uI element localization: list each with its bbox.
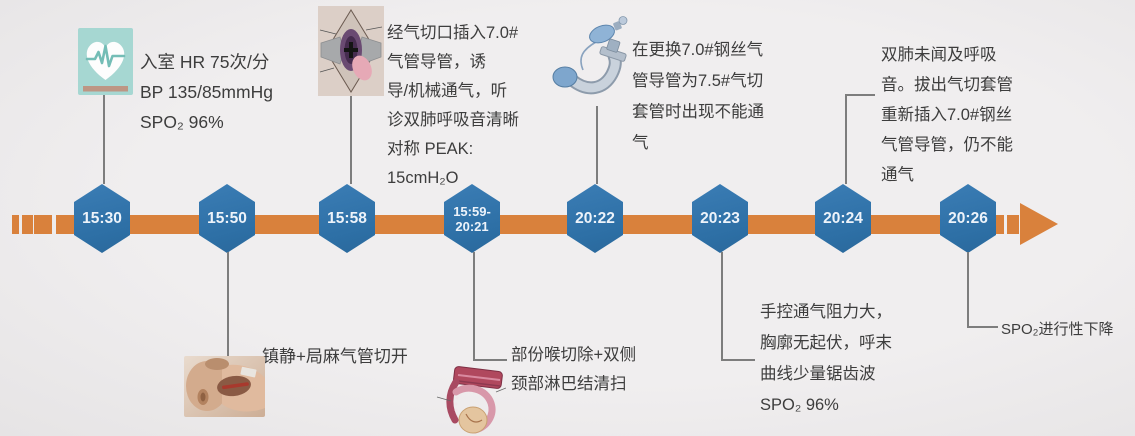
timeline-start-dash bbox=[34, 215, 52, 234]
callout-1530-vitals: 入室 HR 75次/分 BP 135/85mmHg SPO₂ 96% bbox=[140, 47, 273, 137]
timeline-end-dash bbox=[1007, 215, 1019, 234]
callout-line: 音。拔出气切套管 bbox=[881, 76, 1013, 94]
timeline-node-2026: 20:26 bbox=[940, 184, 996, 253]
connector-2026-elbow bbox=[967, 326, 998, 328]
callout-2026-spo2-falling: SPO₂进行性下降 bbox=[1001, 319, 1114, 341]
callout-line: SPO₂ 96% bbox=[760, 396, 839, 414]
callout-2023-ventilation-resistance: 手控通气阻力大， 胸廓无起伏，呼末 曲线少量锯齿波 SPO₂ 96% bbox=[760, 297, 892, 421]
callout-line: SPO₂进行性下降 bbox=[1001, 321, 1114, 338]
node-time: 15:58 bbox=[327, 210, 367, 227]
timeline-node-1550: 15:50 bbox=[199, 184, 255, 253]
connector-2024-elbow bbox=[845, 94, 875, 96]
callout-line: BP 135/85mmHg bbox=[140, 82, 273, 102]
callout-line: SPO₂ 96% bbox=[140, 112, 224, 132]
timeline-start-dash bbox=[12, 215, 19, 234]
timeline-node-2024: 20:24 bbox=[815, 184, 871, 253]
patient-neck-surgery-photo bbox=[184, 356, 265, 422]
connector-1558 bbox=[350, 95, 352, 184]
timeline-start-dash bbox=[22, 215, 33, 234]
connector-2024 bbox=[845, 94, 847, 184]
callout-2024-no-breath-sounds: 双肺未闻及呼吸 音。拔出气切套管 重新插入7.0#钢丝 气管导管，仍不能 通气 bbox=[881, 40, 1013, 190]
connector-2026 bbox=[967, 252, 969, 328]
callout-line: 导/机械通气，听 bbox=[387, 82, 508, 100]
callout-line: 通气 bbox=[881, 166, 914, 184]
callout-line: 套管时出现不能通 bbox=[632, 103, 764, 121]
node-time: 20:22 bbox=[575, 210, 615, 227]
callout-2022-tube-exchange: 在更换7.0#钢丝气 管导管为7.5#气切 套管时出现不能通 气 bbox=[632, 35, 764, 159]
timeline-arrowhead bbox=[1020, 203, 1058, 245]
connector-1559-elbow bbox=[473, 359, 507, 361]
node-time: 15:30 bbox=[82, 210, 122, 227]
connector-1550 bbox=[227, 252, 229, 361]
tracheostomy-incision-illustration bbox=[318, 6, 384, 101]
callout-line: 气 bbox=[632, 134, 649, 152]
timeline-node-1559-2021: 15:59- 20:21 bbox=[444, 184, 500, 253]
node-time: 20:24 bbox=[823, 210, 863, 227]
callout-line: 重新插入7.0#钢丝 bbox=[881, 106, 1013, 124]
node-time: 15:50 bbox=[207, 210, 247, 227]
callout-line: 镇静+局麻气管切开 bbox=[262, 347, 408, 366]
node-time: 15:59- bbox=[453, 203, 491, 219]
larynx-anatomy-illustration bbox=[436, 362, 507, 436]
node-time: 20:26 bbox=[948, 210, 988, 227]
node-time: 20:23 bbox=[700, 210, 740, 227]
callout-line: 经气切口插入7.0# bbox=[387, 24, 519, 42]
callout-line: 手控通气阻力大， bbox=[760, 303, 892, 321]
timeline-node-2023: 20:23 bbox=[692, 184, 748, 253]
timeline-end-dash bbox=[996, 215, 1004, 234]
callout-1550-tracheotomy: 镇静+局麻气管切开 bbox=[262, 344, 408, 370]
timeline-node-1558: 15:58 bbox=[319, 184, 375, 253]
heart-ecg-monitor-icon bbox=[78, 28, 133, 100]
connector-1559 bbox=[473, 252, 475, 361]
callout-line: 在更换7.0#钢丝气 bbox=[632, 41, 764, 59]
timeline-bar bbox=[72, 215, 996, 234]
connector-2023-elbow bbox=[721, 359, 755, 361]
callout-1558-intubation: 经气切口插入7.0# 气管导管，诱 导/机械通气，听 诊双肺呼吸音清晰 对称 P… bbox=[387, 19, 519, 193]
callout-line: 颈部淋巴结清扫 bbox=[511, 375, 627, 393]
callout-line: 胸廓无起伏，呼末 bbox=[760, 334, 892, 352]
connector-2022 bbox=[596, 106, 598, 184]
node-time: 20:21 bbox=[455, 218, 489, 234]
callout-line: 双肺未闻及呼吸 bbox=[881, 46, 997, 64]
timeline-start-dash bbox=[56, 215, 73, 234]
callout-line: 气管导管，诱 bbox=[387, 53, 486, 71]
callout-line: 入室 HR 75次/分 bbox=[140, 52, 270, 72]
callout-line: 曲线少量锯齿波 bbox=[760, 365, 876, 383]
callout-line: 部份喉切除+双侧 bbox=[511, 346, 637, 364]
callout-line: 诊双肺呼吸音清晰 bbox=[387, 111, 519, 129]
connector-1530 bbox=[103, 95, 105, 184]
callout-line: 气管导管，仍不能 bbox=[881, 136, 1013, 154]
callout-1559-surgery: 部份喉切除+双侧 颈部淋巴结清扫 bbox=[511, 341, 636, 399]
callout-line: 15cmH₂O bbox=[387, 169, 459, 187]
timeline-node-2022: 20:22 bbox=[567, 184, 623, 253]
connector-2023 bbox=[721, 252, 723, 361]
tracheostomy-tube-illustration bbox=[550, 16, 638, 111]
callout-line: 管导管为7.5#气切 bbox=[632, 72, 764, 90]
callout-line: 对称 PEAK: bbox=[387, 140, 474, 158]
timeline-node-1530: 15:30 bbox=[74, 184, 130, 253]
